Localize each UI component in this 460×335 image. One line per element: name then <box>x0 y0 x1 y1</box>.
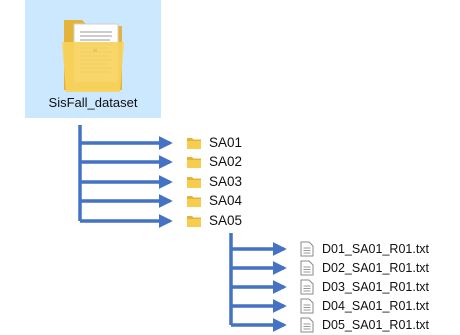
subfolder-label: SA01 <box>209 135 243 150</box>
folder-icon <box>187 137 201 149</box>
text-file-icon <box>300 279 314 295</box>
text-file-icon <box>300 260 314 276</box>
folder-icon <box>62 20 124 92</box>
folder-icon <box>187 176 201 188</box>
subfolder-sa04[interactable]: SA04 <box>187 193 242 208</box>
subfolder-sa05[interactable]: SA05 <box>187 213 242 228</box>
file-label: D02_SA01_R01.txt <box>322 261 430 275</box>
subfolder-label: SA03 <box>209 174 243 189</box>
subfolder-sa01[interactable]: SA01 <box>187 135 242 150</box>
file-d02[interactable]: D02_SA01_R01.txt <box>300 260 429 276</box>
subfolder-label: SA05 <box>209 213 243 228</box>
folder-icon <box>187 156 201 168</box>
file-label: D04_SA01_R01.txt <box>322 299 430 313</box>
subfolder-label: SA02 <box>209 154 243 169</box>
root-folder-tile[interactable]: SisFall_dataset <box>25 0 161 118</box>
text-file-icon <box>300 241 314 257</box>
file-d05[interactable]: D05_SA01_R01.txt <box>300 317 429 333</box>
file-d01[interactable]: D01_SA01_R01.txt <box>300 241 429 257</box>
folder-icon <box>187 215 201 227</box>
root-folder-label: SisFall_dataset <box>48 95 138 110</box>
file-d03[interactable]: D03_SA01_R01.txt <box>300 279 429 295</box>
file-label: D01_SA01_R01.txt <box>322 242 430 256</box>
file-d04[interactable]: D04_SA01_R01.txt <box>300 298 429 314</box>
text-file-icon <box>300 317 314 333</box>
subfolder-sa03[interactable]: SA03 <box>187 174 242 189</box>
file-label: D03_SA01_R01.txt <box>322 280 430 294</box>
subfolder-label: SA04 <box>209 193 243 208</box>
file-label: D05_SA01_R01.txt <box>322 318 430 332</box>
subfolder-sa02[interactable]: SA02 <box>187 154 242 169</box>
text-file-icon <box>300 298 314 314</box>
folder-icon <box>187 195 201 207</box>
